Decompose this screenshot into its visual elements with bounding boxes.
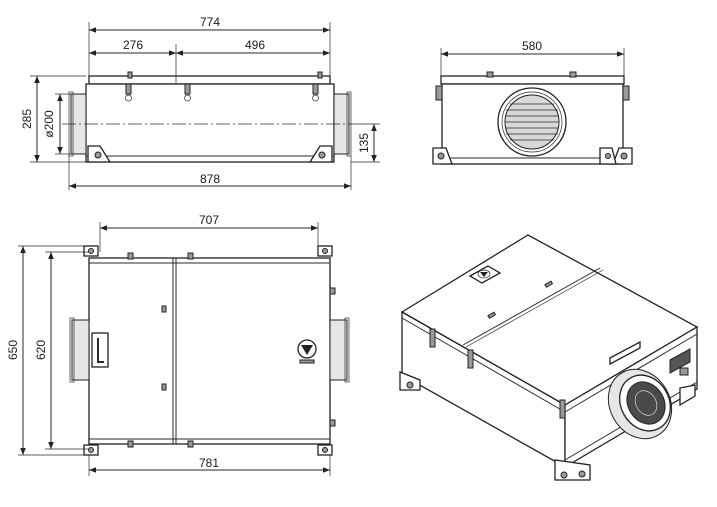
front-view: 580 xyxy=(432,39,633,165)
side-lid xyxy=(88,75,331,85)
isometric-view xyxy=(399,234,699,481)
label-774: 774 xyxy=(200,15,220,29)
plan-logo-icon xyxy=(297,339,317,364)
label-276: 276 xyxy=(123,38,143,52)
side-clamps xyxy=(125,71,323,102)
label-878: 878 xyxy=(200,172,220,186)
side-body xyxy=(85,83,335,163)
label-duct-diameter: ø200 xyxy=(42,110,56,138)
plan-duct-left xyxy=(71,319,90,381)
label-707: 707 xyxy=(199,213,219,227)
label-496: 496 xyxy=(245,38,265,52)
iso-handle xyxy=(609,340,641,366)
label-285: 285 xyxy=(20,109,34,129)
side-view: 774 276 496 285 ø200 135 878 xyxy=(20,15,380,190)
plan-duct-right xyxy=(329,319,348,381)
label-781: 781 xyxy=(199,456,219,470)
iso-grille xyxy=(669,348,691,374)
label-580: 580 xyxy=(522,39,542,53)
label-650: 650 xyxy=(6,340,20,360)
plan-view: 707 xyxy=(6,213,350,476)
label-135: 135 xyxy=(357,133,371,153)
front-fan xyxy=(497,87,567,157)
iso-logo-icon xyxy=(468,265,502,284)
front-lid xyxy=(440,75,625,85)
plan-body xyxy=(88,257,331,445)
plan-handle xyxy=(91,332,109,368)
iso-fan xyxy=(607,368,673,440)
label-620: 620 xyxy=(34,340,48,360)
iso-clamps xyxy=(429,328,566,419)
side-feet xyxy=(87,145,333,163)
